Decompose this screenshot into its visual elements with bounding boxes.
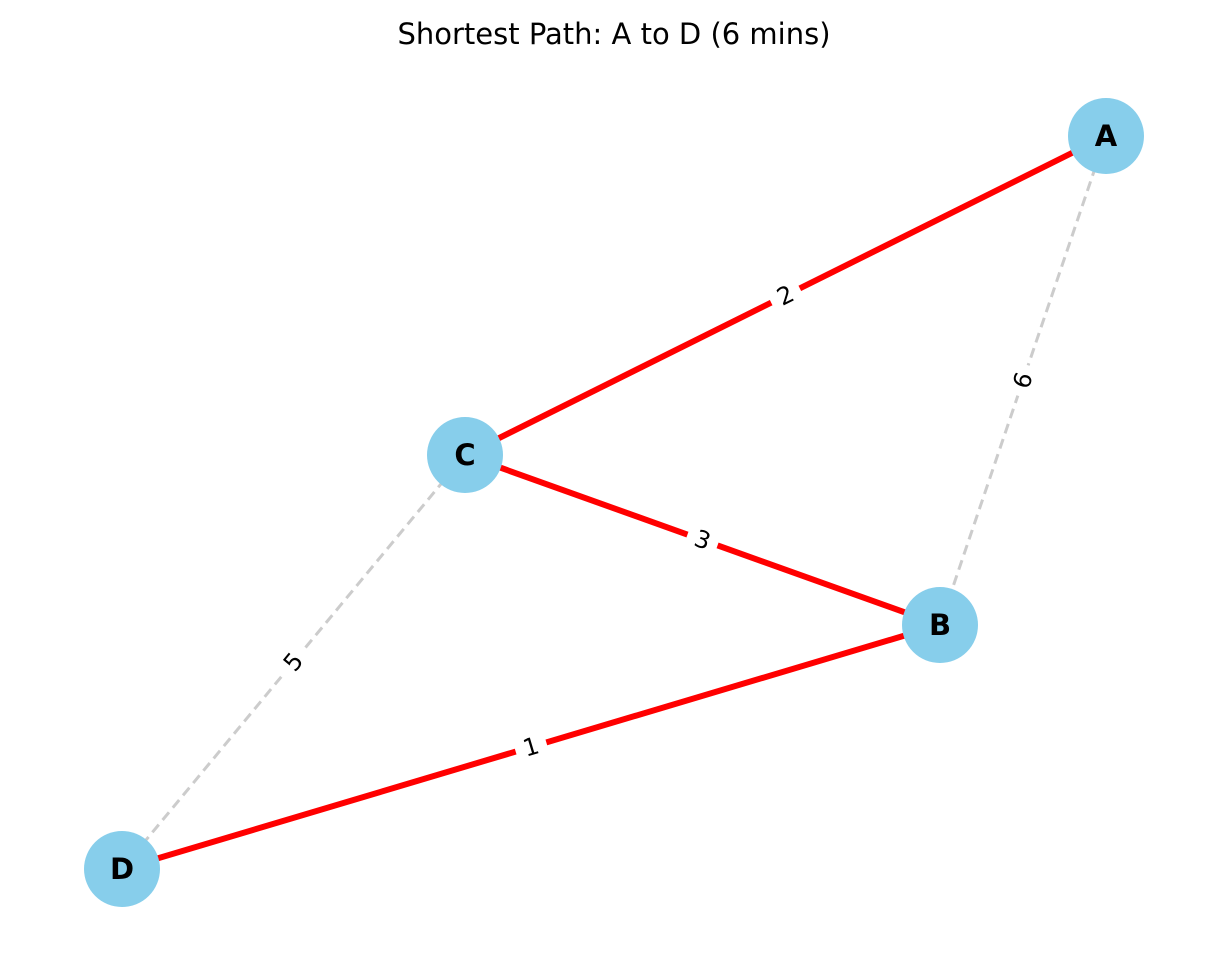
nodes-layer: A B C D <box>84 98 1144 907</box>
node-c: C <box>427 417 503 493</box>
edge-c-d <box>120 454 467 870</box>
edge-weight-label-a-c: 2 <box>764 274 807 317</box>
node-label: C <box>454 438 475 472</box>
edges-layer <box>120 133 1108 872</box>
node-b: B <box>902 587 978 663</box>
edge-weight-label-b-d: 1 <box>511 728 551 766</box>
edge-label-background <box>1003 360 1043 401</box>
node-circle <box>427 417 503 493</box>
node-label: D <box>110 852 134 886</box>
edge-labels-layer: 6 5 2 3 1 <box>271 274 1043 766</box>
edge-label-background <box>764 274 807 317</box>
node-d: D <box>84 831 160 907</box>
node-label: B <box>929 608 951 642</box>
node-label: A <box>1095 119 1118 153</box>
graph-title: Shortest Path: A to D (6 mins) <box>397 17 830 51</box>
node-a: A <box>1068 98 1144 174</box>
edge-weight-label-a-b: 6 <box>1003 360 1043 401</box>
edge-label-background <box>511 728 551 766</box>
edge-label-background <box>271 640 316 684</box>
node-circle <box>84 831 160 907</box>
edge-weight-label-c-d: 5 <box>271 640 316 684</box>
edge-weight-label-c-b: 3 <box>682 520 723 560</box>
node-circle <box>1068 98 1144 174</box>
node-circle <box>902 587 978 663</box>
edge-label-background <box>682 520 723 560</box>
